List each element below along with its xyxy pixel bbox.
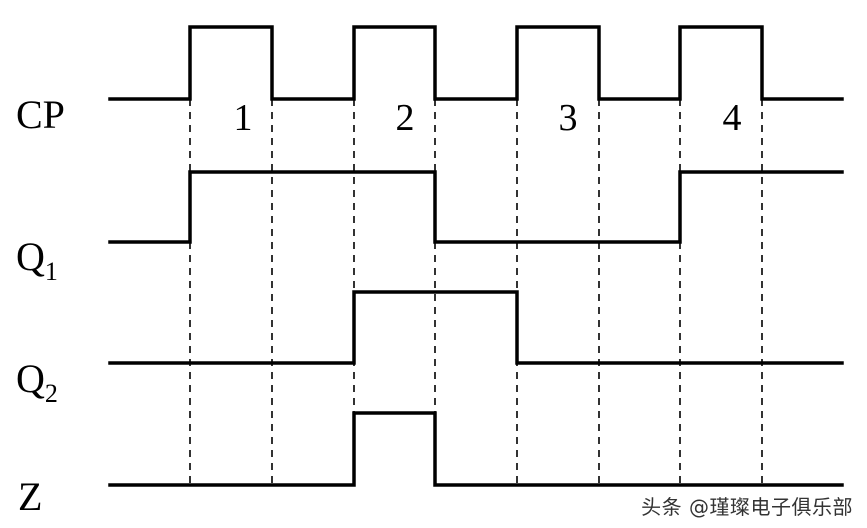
signal-label-cp: CP (16, 92, 65, 137)
signal-label-z: Z (18, 474, 42, 519)
waveform-cp (108, 25, 844, 101)
pulse-number-1: 1 (234, 97, 253, 139)
waveform-q1 (108, 170, 844, 244)
signal-label-q1: Q1 (16, 234, 58, 286)
pulse-number-2: 2 (396, 97, 415, 139)
watermark: 头条 @瑾璨电子俱乐部 (641, 495, 853, 519)
waveforms (108, 25, 844, 487)
pulse-number-3: 3 (559, 97, 578, 139)
waveform-q2 (108, 290, 844, 365)
signal-label-q2: Q2 (16, 356, 58, 408)
waveform-z (108, 411, 844, 487)
pulse-number-4: 4 (723, 97, 742, 139)
